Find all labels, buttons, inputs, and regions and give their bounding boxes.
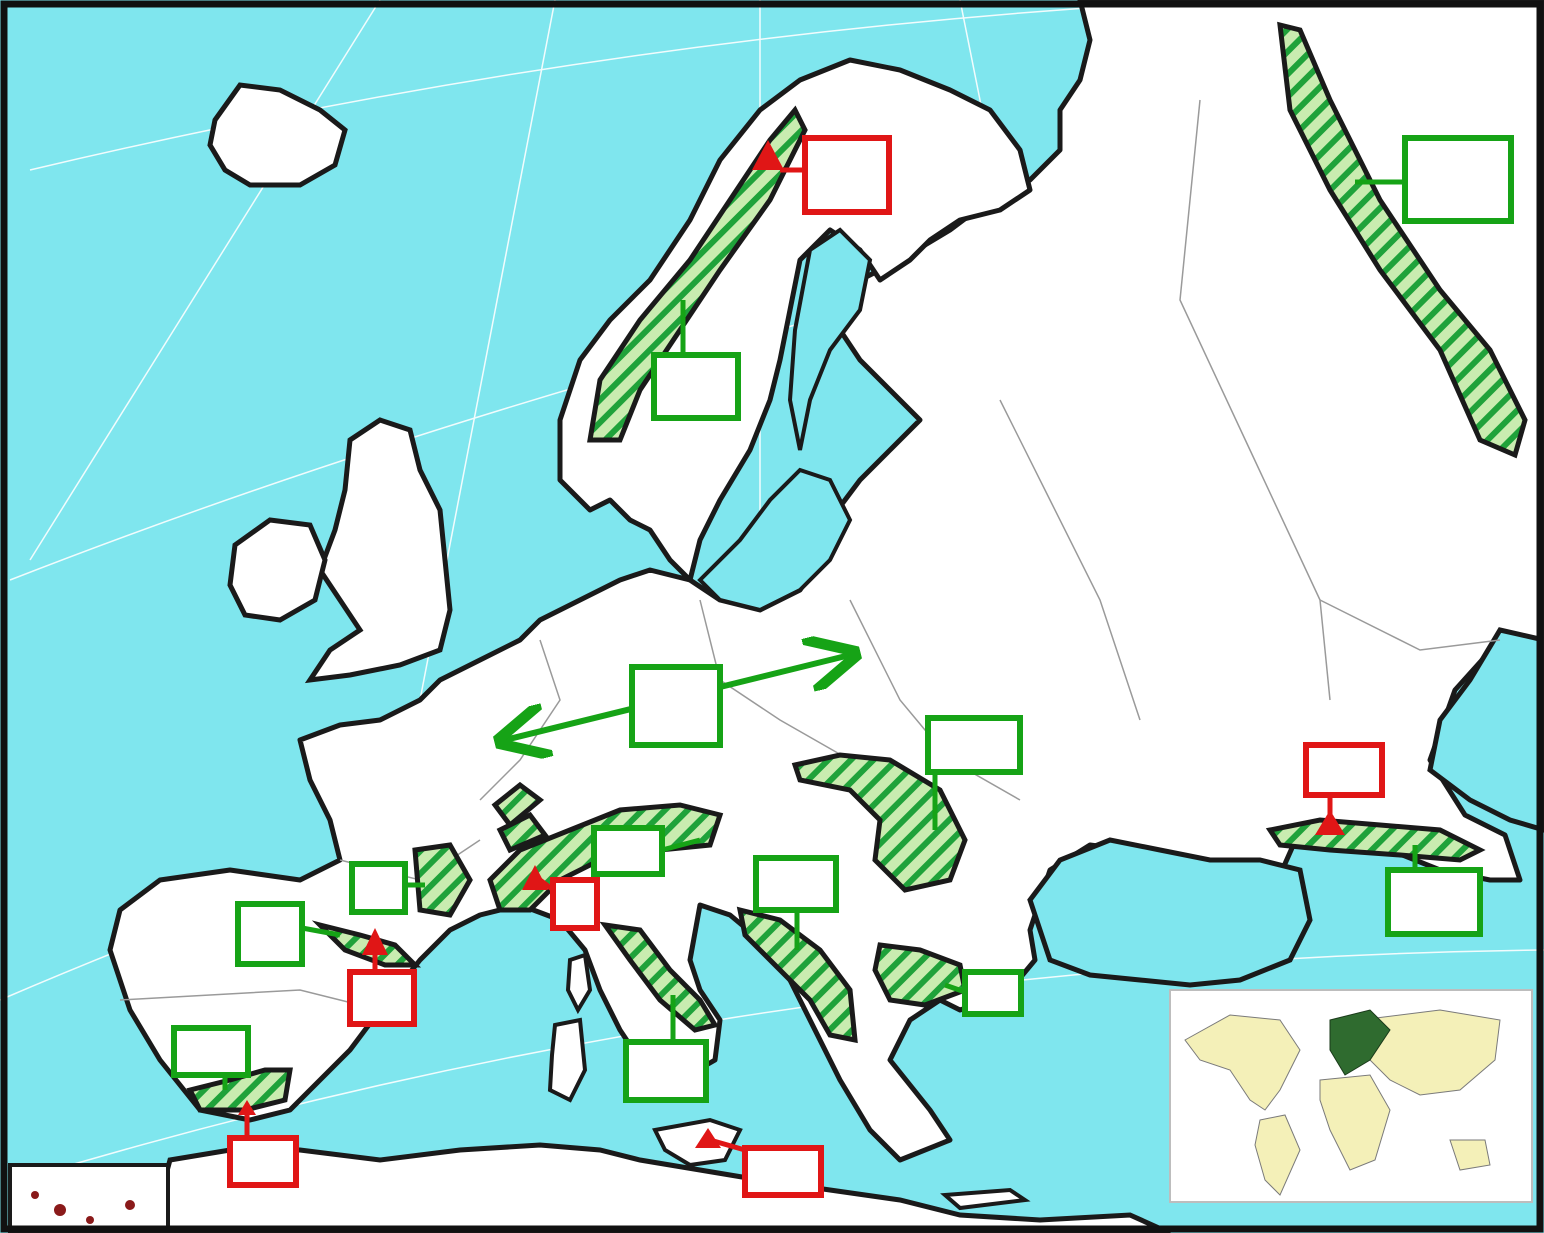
baltic-sea bbox=[697, 467, 853, 613]
range-dinaric bbox=[736, 906, 858, 1044]
sardinia bbox=[547, 1017, 588, 1103]
label-carpathians[interactable] bbox=[925, 715, 1023, 775]
range-massif-central bbox=[412, 842, 473, 918]
label-mulhacen[interactable] bbox=[227, 1135, 299, 1188]
range-apennines bbox=[599, 921, 719, 1033]
label-dinaric-alps[interactable] bbox=[753, 855, 839, 913]
mountain-label-connectors bbox=[222, 179, 1418, 1090]
corsica bbox=[565, 952, 593, 1015]
range-scandinavian bbox=[587, 105, 808, 443]
label-alps[interactable] bbox=[591, 825, 665, 877]
label-scandinavian-mountains[interactable] bbox=[651, 352, 741, 421]
crete bbox=[940, 1187, 1031, 1211]
range-vosges bbox=[496, 811, 549, 854]
label-massif-central[interactable] bbox=[349, 861, 408, 915]
label-galdhopiggen[interactable] bbox=[802, 135, 892, 215]
black-sea bbox=[1027, 837, 1313, 988]
label-elbrus[interactable] bbox=[1303, 742, 1385, 798]
label-mont-blanc[interactable] bbox=[550, 877, 600, 931]
range-ural bbox=[1277, 21, 1528, 459]
label-central-european-plain[interactable] bbox=[629, 664, 723, 748]
world-globe-inset-icon bbox=[1169, 989, 1533, 1203]
range-sierra-nevada bbox=[186, 1067, 293, 1113]
peak-label-boxes bbox=[227, 135, 1385, 1198]
range-carpathians bbox=[791, 752, 968, 893]
label-ural-mountains[interactable] bbox=[1402, 135, 1514, 224]
range-jura bbox=[491, 781, 545, 829]
label-apennines[interactable] bbox=[623, 1039, 709, 1103]
islands-inset-dots bbox=[31, 1191, 135, 1224]
label-sierra-nevada[interactable] bbox=[171, 1025, 251, 1078]
label-balkan-mountains[interactable] bbox=[962, 969, 1024, 1017]
gulf-of-bothnia bbox=[787, 227, 873, 451]
iceland bbox=[207, 82, 348, 188]
label-etna[interactable] bbox=[742, 1145, 824, 1198]
label-aneto[interactable] bbox=[347, 969, 417, 1027]
label-pyrenees[interactable] bbox=[235, 901, 305, 967]
caspian-sea bbox=[1427, 627, 1544, 833]
mountain-label-boxes bbox=[171, 135, 1514, 1103]
sicily bbox=[652, 1117, 743, 1168]
red-triangle-icon bbox=[238, 140, 1345, 1148]
ireland bbox=[227, 517, 328, 623]
label-caucasus[interactable] bbox=[1385, 867, 1483, 937]
scandinavia bbox=[557, 57, 1033, 583]
range-balkan bbox=[872, 942, 968, 1008]
